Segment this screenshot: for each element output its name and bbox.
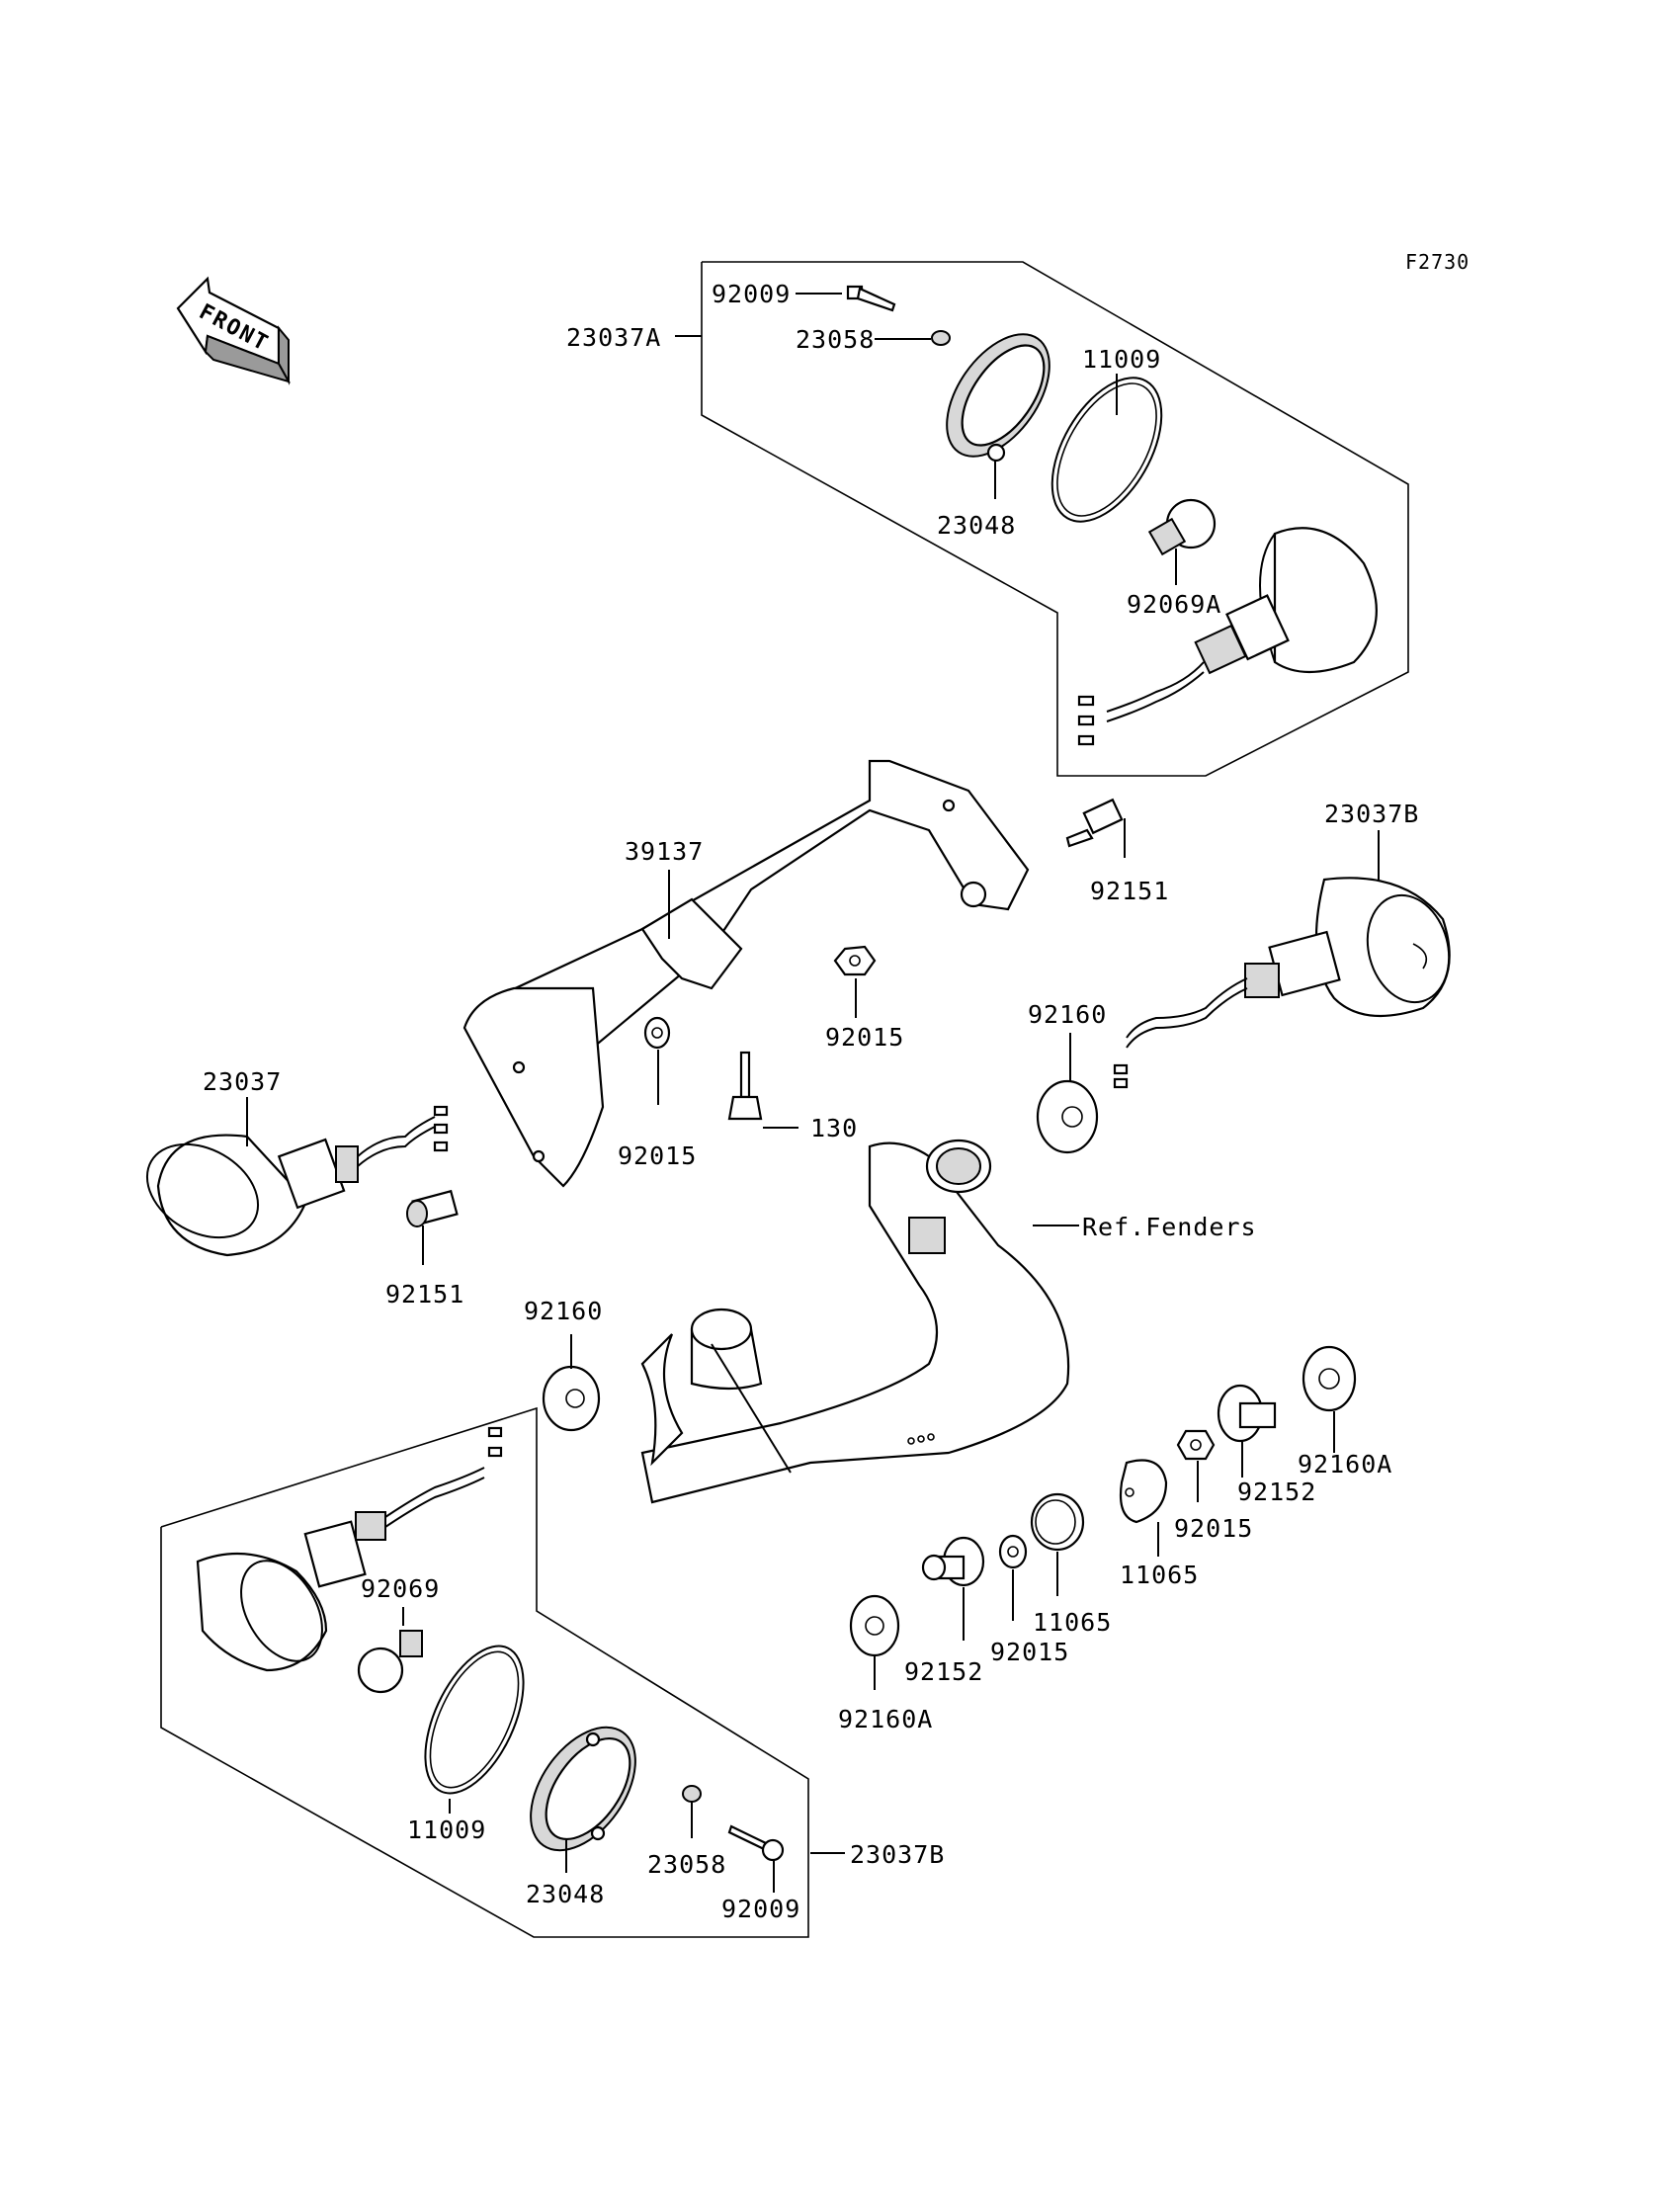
label-92151-right: 92151 xyxy=(1090,877,1169,905)
label-92152-mid: 92152 xyxy=(904,1657,983,1686)
label-ref-fenders: Ref.Fenders xyxy=(1082,1213,1257,1241)
nut-92015-right xyxy=(1176,1429,1216,1461)
lens-rim-23048-bottom xyxy=(530,1726,636,1852)
nut-23058-top xyxy=(931,330,951,346)
label-23058-bottom: 23058 xyxy=(647,1850,726,1879)
turn-signal-23037b-right xyxy=(1113,877,1451,1089)
cap-11065-mid xyxy=(1030,1492,1085,1552)
label-92152-right: 92152 xyxy=(1237,1478,1316,1506)
screw-92151-right xyxy=(1065,798,1124,848)
assembly-frame-23037b xyxy=(160,1406,809,1938)
collar-92152-mid xyxy=(921,1536,985,1587)
label-92160-right: 92160 xyxy=(1028,1000,1107,1029)
label-23037a: 23037A xyxy=(566,323,661,352)
label-92009-top: 92009 xyxy=(712,280,791,308)
screw-92151-left xyxy=(406,1189,459,1227)
label-11065-mid: 11065 xyxy=(1033,1608,1112,1637)
lens-rim-23048-top xyxy=(946,333,1050,463)
nut-23058-bottom xyxy=(682,1785,702,1803)
fender-stay xyxy=(640,1139,1070,1504)
label-23048-bottom: 23048 xyxy=(526,1880,605,1908)
label-11009-top: 11009 xyxy=(1082,345,1161,374)
grommet-92160a-right xyxy=(1302,1345,1357,1412)
screw-92009-bottom xyxy=(727,1824,785,1862)
collar-92152-right xyxy=(1217,1384,1277,1443)
label-92069: 92069 xyxy=(361,1574,440,1603)
gasket-ring-11009-top xyxy=(1050,377,1163,523)
grommet-92160-left xyxy=(542,1365,601,1432)
grommet-92160a-mid xyxy=(849,1594,900,1657)
label-92015-right: 92015 xyxy=(1174,1514,1253,1543)
assembly-frame-23037a xyxy=(701,261,1409,777)
grommet-92160-right xyxy=(1036,1079,1099,1154)
nut-92015-mid xyxy=(998,1534,1028,1569)
front-arrow-icon: FRONT xyxy=(176,276,292,385)
label-23048-top: 23048 xyxy=(937,511,1016,540)
label-92160a-right: 92160A xyxy=(1298,1450,1392,1479)
label-92015-left: 92015 xyxy=(618,1141,697,1170)
label-92069a: 92069A xyxy=(1127,590,1221,619)
label-92009-bottom: 92009 xyxy=(721,1895,800,1923)
label-39137: 39137 xyxy=(625,837,704,866)
bulb-92069-icon xyxy=(357,1630,423,1694)
label-92151-left: 92151 xyxy=(385,1280,464,1309)
nut-92015-center xyxy=(833,945,877,976)
label-92160a-mid: 92160A xyxy=(838,1705,933,1733)
turn-signal-housing-top xyxy=(1077,527,1378,746)
label-23037-left: 23037 xyxy=(203,1067,282,1096)
label-11065-right: 11065 xyxy=(1120,1561,1199,1589)
gasket-ring-11009-bottom xyxy=(424,1645,525,1795)
label-11009-bottom: 11009 xyxy=(407,1816,486,1844)
screw-92009-top xyxy=(846,285,896,312)
leader-lines xyxy=(246,293,1380,1893)
label-23058-top: 23058 xyxy=(796,325,875,354)
label-130: 130 xyxy=(810,1114,858,1142)
nut-92015-left xyxy=(643,1016,671,1050)
label-92015-mid: 92015 xyxy=(990,1638,1069,1666)
turn-signal-housing-bottom xyxy=(196,1426,503,1672)
bolt-130 xyxy=(727,1051,763,1121)
cap-11065-right xyxy=(1119,1459,1168,1524)
label-92160-left: 92160 xyxy=(524,1297,603,1325)
bracket-39137 xyxy=(462,759,1030,1188)
bulb-92069a-icon xyxy=(1147,498,1217,556)
label-23037b-bottom: 23037B xyxy=(850,1840,945,1869)
label-23037b-right: 23037B xyxy=(1324,800,1419,828)
diagram-code: F2730 xyxy=(1405,250,1470,274)
label-92015-center: 92015 xyxy=(825,1023,904,1052)
turn-signal-23037-left xyxy=(145,1105,449,1257)
